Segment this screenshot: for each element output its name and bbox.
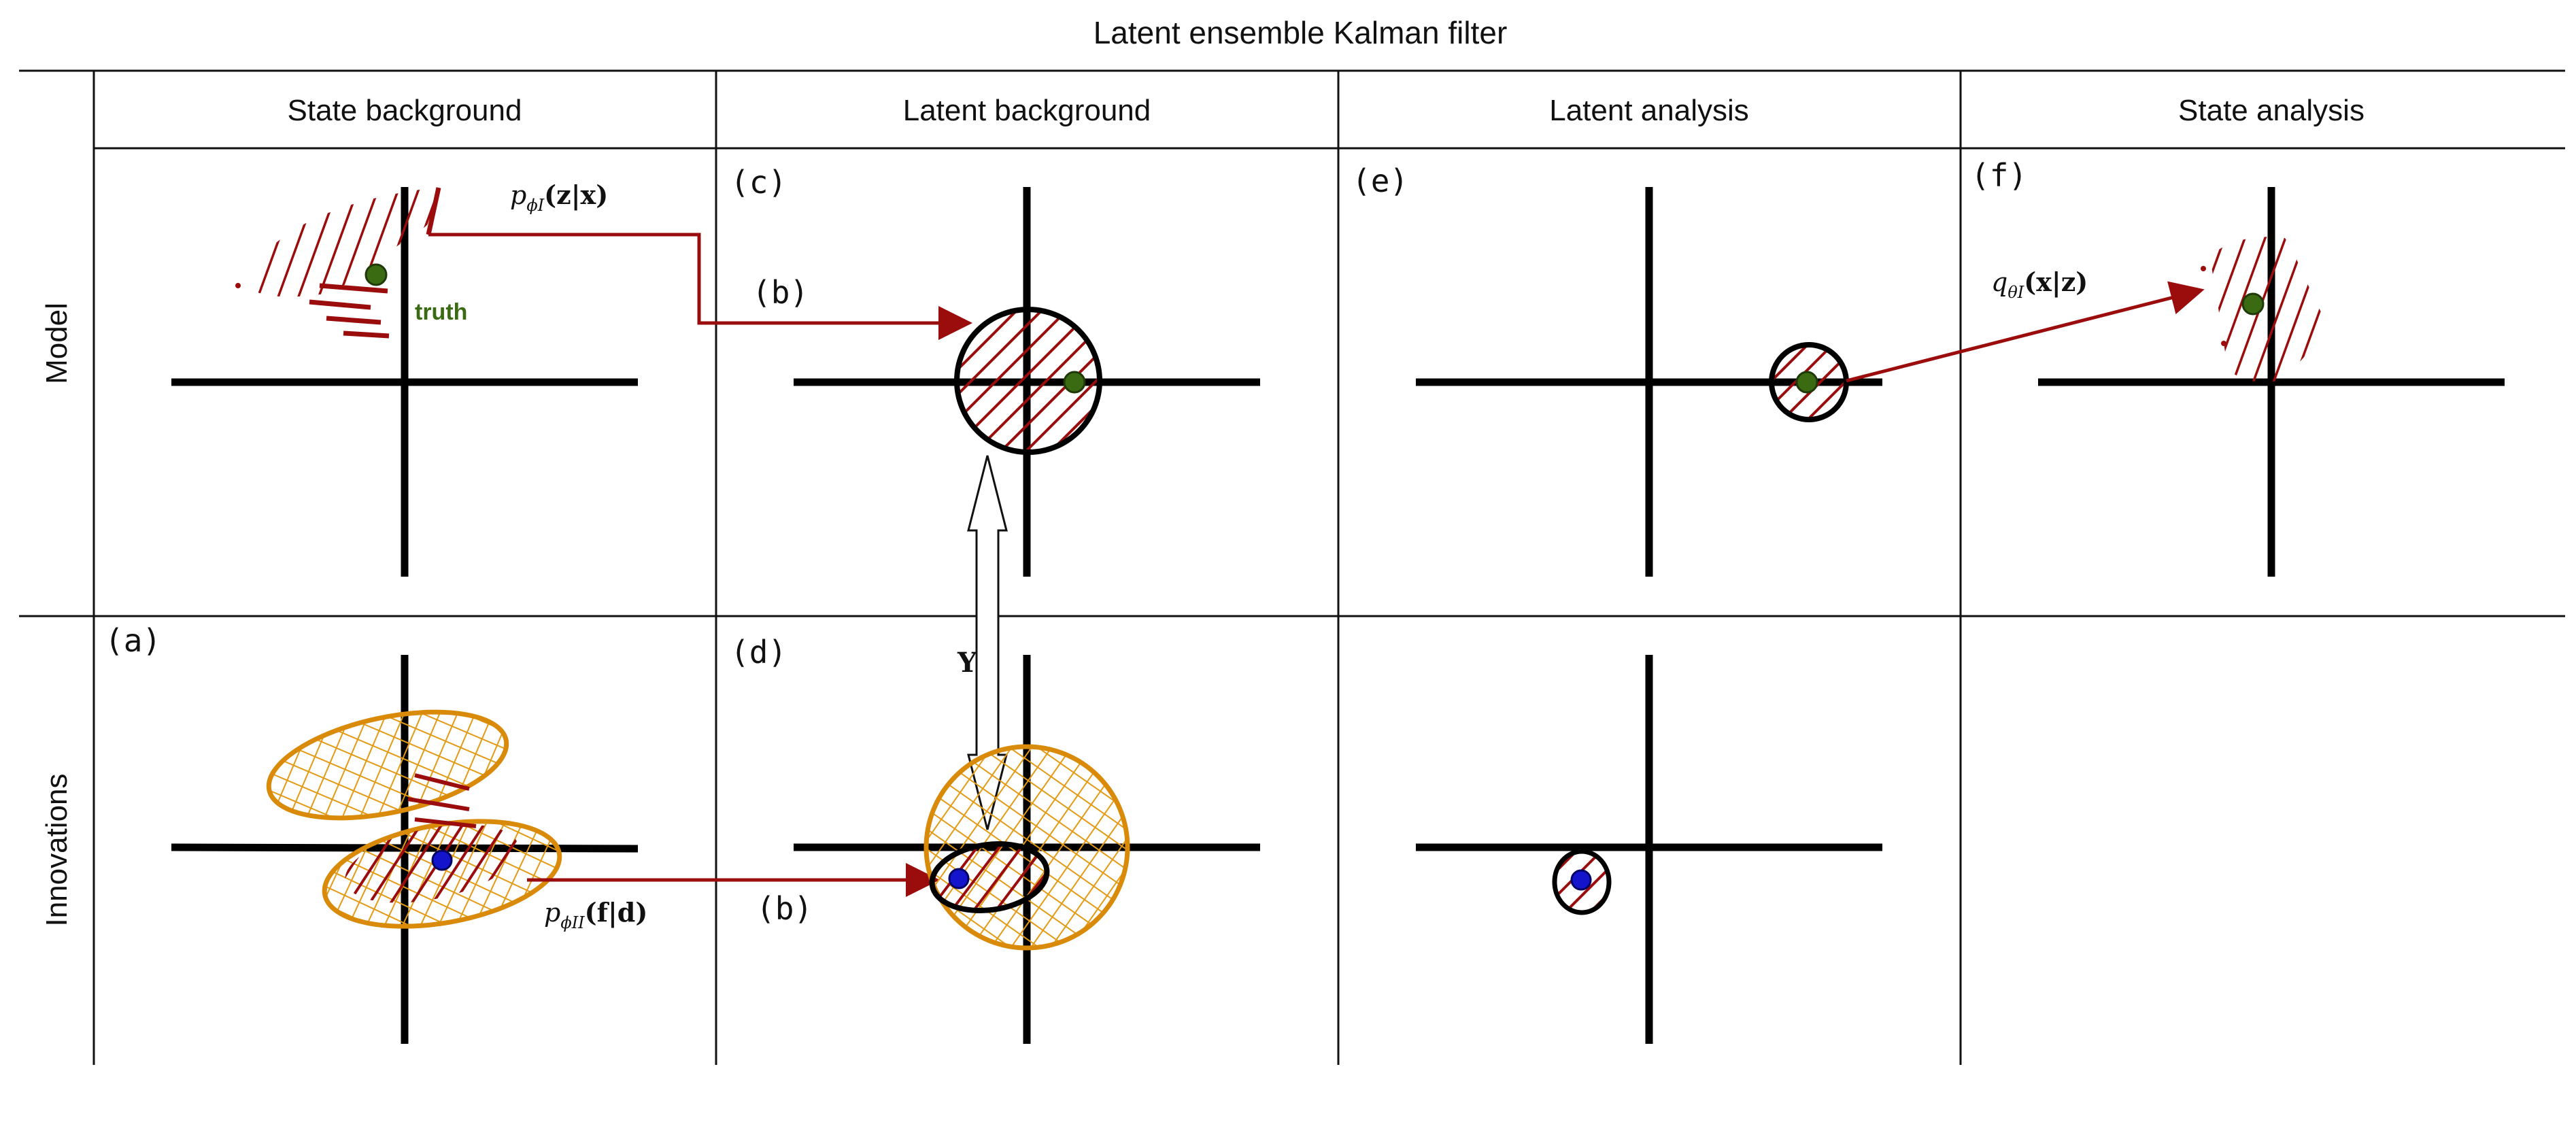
column-header-state-analysis: State analysis — [2178, 94, 2365, 127]
panel-label-a: (a) — [105, 622, 161, 659]
latent-background-innovation-ensemble — [923, 744, 1130, 951]
latent-background-model-ensemble — [954, 307, 1102, 455]
panel-label-d: (d) — [730, 634, 787, 671]
state-background-innovation-ensemble — [266, 709, 562, 929]
decoder-arrow — [1846, 281, 2205, 383]
truth-point-latent-analysis — [1795, 371, 1818, 394]
decoder-annotation: qθI(x|z) — [1991, 267, 2088, 302]
encoder-arrow-model — [428, 233, 972, 340]
encoder-innovation-annotation: pϕII(f|d) — [544, 897, 647, 932]
arrow-label-b-bottom: (b) — [756, 890, 813, 927]
truth-point-state-background — [365, 263, 388, 286]
state-background-model-ensemble — [235, 187, 441, 339]
observation-point-state-background — [431, 849, 453, 871]
panel-label-e: (e) — [1352, 163, 1408, 199]
panel-label-f: (f) — [1971, 157, 2027, 194]
panel-label-c: (c) — [730, 164, 787, 201]
truth-label: truth — [415, 299, 467, 325]
truth-point-state-analysis — [2241, 292, 2265, 316]
observation-label: Y — [957, 647, 977, 679]
column-header-latent-background: Latent background — [903, 94, 1151, 127]
figure-title: Latent ensemble Kalman filter — [1094, 15, 1508, 50]
state-analysis-model-ensemble — [2201, 237, 2326, 382]
encoder-model-annotation: pϕI(z|x) — [510, 180, 608, 215]
truth-point-latent-background — [1063, 371, 1086, 394]
column-header-state-background: State background — [288, 94, 522, 127]
observation-point-latent-analysis — [1570, 869, 1592, 891]
row-header-model: Model — [40, 303, 73, 384]
observation-point-latent-background — [948, 868, 970, 889]
column-header-latent-analysis: Latent analysis — [1549, 94, 1749, 127]
arrow-label-b-top: (b) — [752, 274, 809, 311]
table-grid — [19, 69, 2565, 1065]
row-header-innovations: Innovations — [40, 773, 73, 926]
